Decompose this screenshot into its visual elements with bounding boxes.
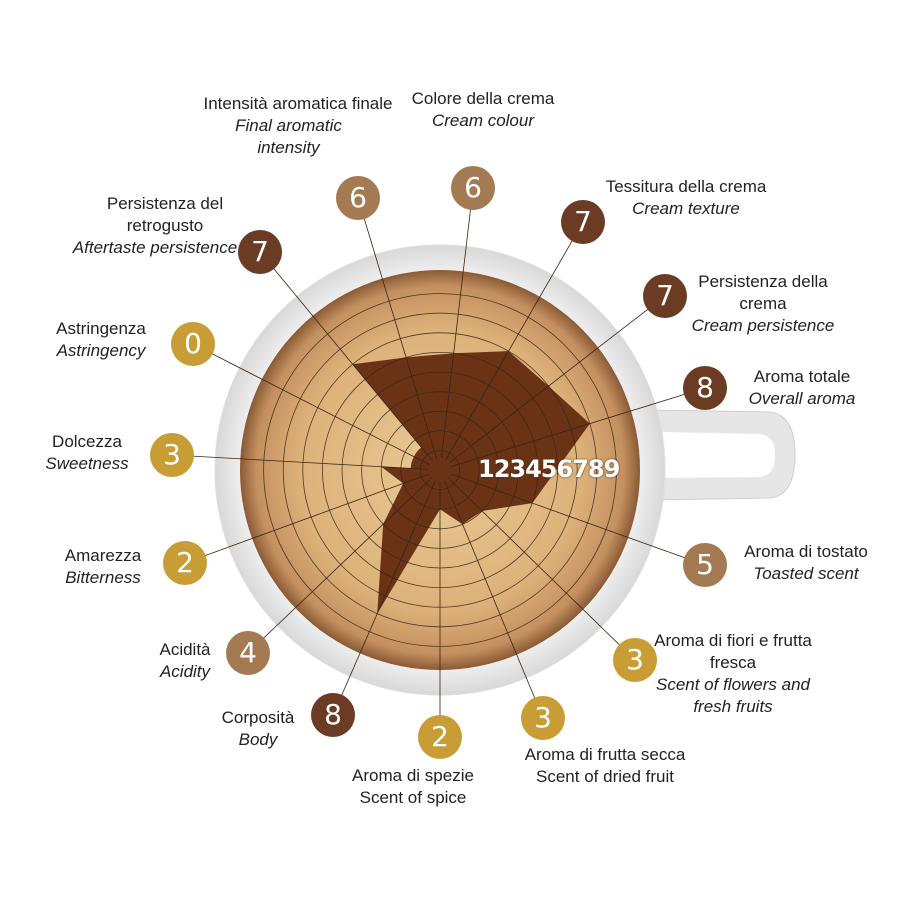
grid-ring: [400, 430, 480, 510]
axis-spoke: [192, 343, 430, 466]
value-badge: 7: [643, 274, 687, 318]
value-badge: 3: [521, 696, 565, 740]
value-badge: 6: [336, 176, 380, 220]
axis-label-italian: Corposità: [221, 708, 295, 727]
axis-label-italian: Tessitura della crema: [605, 177, 767, 196]
grid-ring: [341, 371, 539, 569]
value-badge: 2: [418, 715, 462, 759]
axis-label-english: Scent of dried fruit: [536, 767, 674, 786]
axis-label-italian: Intensità aromatica finale: [203, 94, 393, 113]
axis-spoke: [357, 197, 437, 459]
value-badge: 8: [683, 366, 727, 410]
axis-spoke: [449, 295, 666, 464]
axis-label-italian: Aroma di fiori e frutta fresca: [654, 631, 812, 672]
grid-ring: [302, 332, 578, 608]
axis-label-english: Sweetness: [45, 454, 129, 473]
axis-label-italian: Dolcezza: [52, 432, 122, 451]
axis-label-italian: Aroma totale: [753, 367, 851, 386]
axis-label-italian: Astringenza: [56, 319, 146, 338]
value-badge: 8: [311, 693, 355, 737]
value-badge: 3: [150, 433, 194, 477]
axis-spoke: [171, 454, 429, 470]
axis-label-english: Body: [238, 730, 278, 749]
value-badge: 2: [163, 541, 207, 585]
axis-label-italian: Colore della crema: [411, 89, 555, 108]
scale-tick-labels: 123456789: [478, 455, 620, 483]
axis-spoke: [259, 251, 433, 462]
value-badge: 7: [238, 230, 282, 274]
grid-ring: [263, 293, 617, 647]
axis-label-italian: Amarezza: [64, 546, 142, 565]
axis-spoke: [448, 477, 636, 661]
axis-label-english: Scent of spice: [359, 788, 467, 807]
value-badge: 5: [683, 543, 727, 587]
value-badge: 4: [226, 631, 270, 675]
axis-label-english: Scent of flowers and fresh fruits: [655, 675, 811, 716]
value-badge: 7: [561, 200, 605, 244]
axis-spoke: [440, 187, 474, 459]
axis-label-english: Acidity: [159, 662, 211, 681]
axis-spoke: [445, 221, 584, 461]
axis-label-italian: Persistenza del retrogusto: [106, 194, 224, 235]
axis-label-english: Cream texture: [632, 199, 740, 218]
axis-label-english: Toasted scent: [753, 564, 859, 583]
axis-label-italian: Acidità: [159, 640, 211, 659]
axis-spoke: [444, 480, 544, 719]
axis-label-english: Aftertaste persistence: [72, 238, 238, 257]
axis-label-english: Overall aroma: [748, 389, 856, 408]
grid-ring: [419, 449, 460, 490]
axis-spoke: [184, 473, 430, 564]
value-badge: 3: [613, 638, 657, 682]
grid-ring: [380, 410, 500, 530]
grid-ring: [361, 391, 519, 549]
axis-label-italian: Aroma di frutta secca: [524, 745, 686, 764]
value-badge: 6: [451, 166, 495, 210]
grid-ring: [282, 312, 598, 628]
axis-label-english: Cream colour: [431, 111, 535, 130]
axis-label-english: Final aromatic intensity: [235, 116, 342, 157]
grid-ring: [321, 351, 558, 588]
axis-spoke: [247, 477, 432, 654]
radar-polygon: [352, 351, 590, 614]
axis-label-english: Cream persistence: [691, 316, 835, 335]
axis-spoke: [332, 480, 436, 716]
axis-spoke: [451, 387, 706, 467]
axis-label-english: Bitterness: [65, 568, 141, 587]
value-badge: 0: [171, 322, 215, 366]
axis-spoke: [450, 473, 706, 566]
axis-label-italian: Aroma di spezie: [352, 766, 474, 785]
axis-label-italian: Aroma di tostato: [744, 542, 868, 561]
axis-label-english: Astringency: [56, 341, 146, 360]
axis-label-italian: Persistenza della crema: [698, 272, 828, 313]
